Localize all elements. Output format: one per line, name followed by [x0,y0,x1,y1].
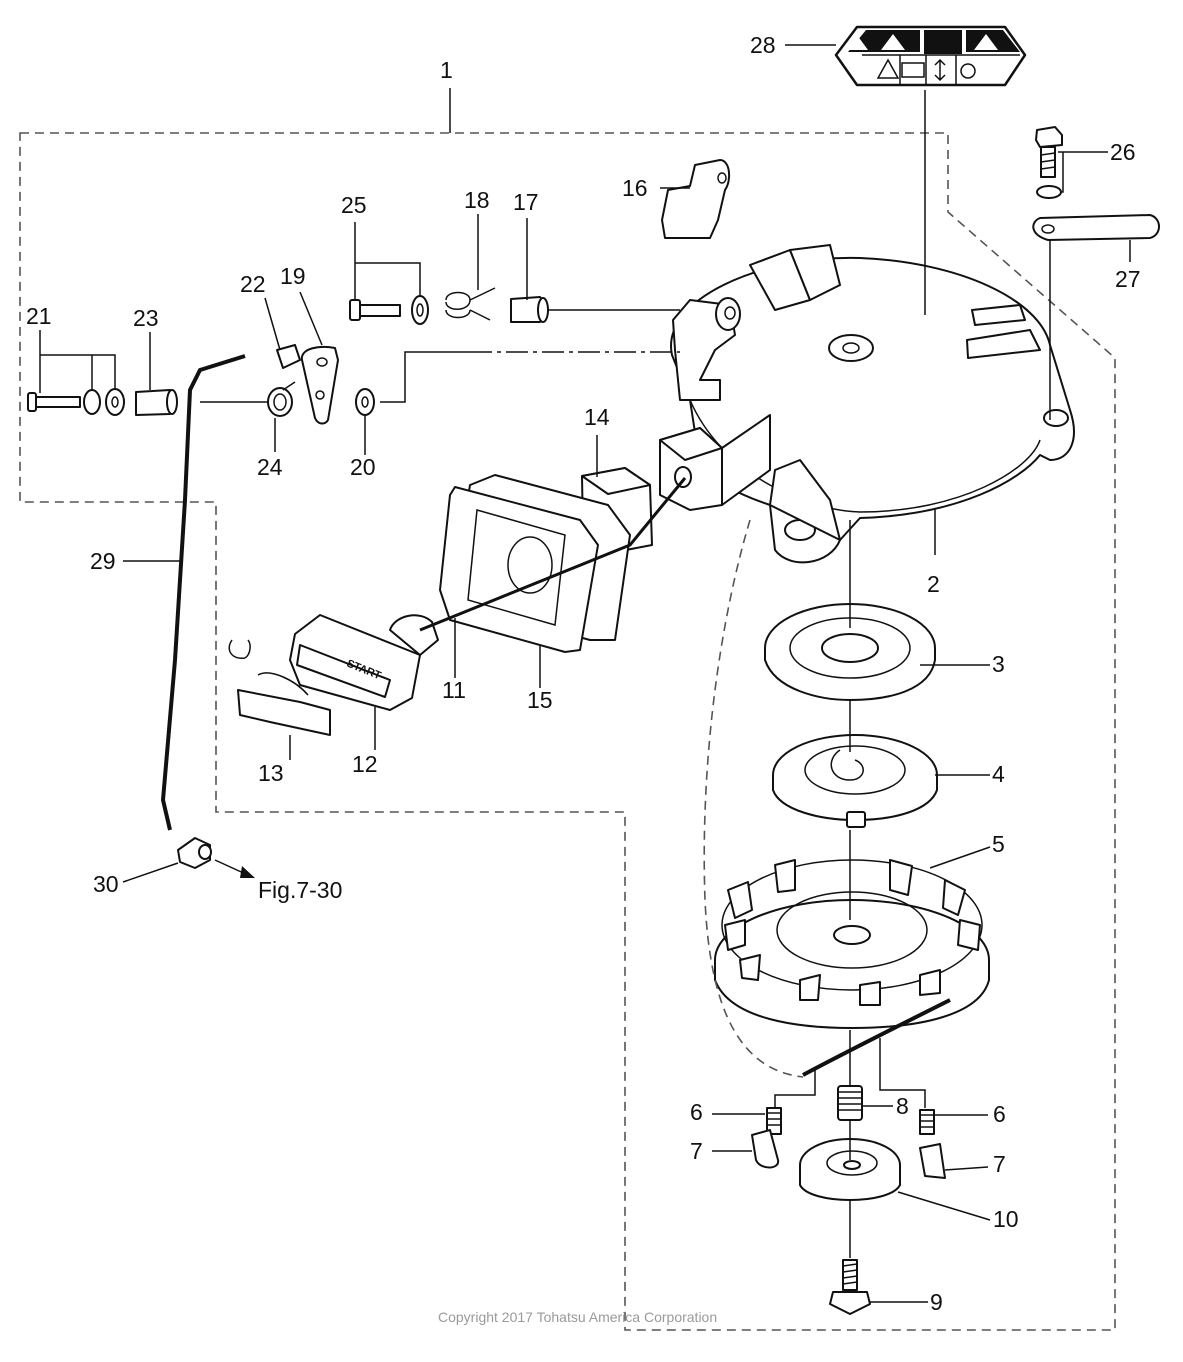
callout-15: 15 [527,687,553,713]
callout-6-right: 6 [993,1101,1006,1127]
callout-19: 19 [280,263,306,289]
screw-washer-25 [349,295,429,325]
callout-20: 20 [350,454,376,480]
callout-7-left: 7 [690,1138,703,1164]
callout-12: 12 [352,751,378,777]
handle-knot-holder [228,639,331,736]
collar-17 [510,296,549,323]
callout-2: 2 [927,571,940,597]
screw-washers-21 [27,388,125,416]
handle-rope [419,477,687,632]
figure-reference: Fig.7-30 [258,877,342,903]
assembly-boundary [19,132,1116,1331]
rope-leader-right [879,1038,926,1108]
spring-24 [267,381,296,417]
callout-25: 25 [341,192,367,218]
link-rod [160,354,246,831]
callout-18: 18 [464,187,490,213]
warning-label [834,25,1027,87]
fig-ref-arrowhead [240,866,255,878]
callout-21: 21 [26,303,52,329]
callout-10: 10 [993,1206,1019,1232]
washer-20 [355,388,375,416]
callout-1: 1 [440,57,453,83]
bolt-26 [1035,126,1063,199]
rod-clip [177,837,212,869]
callout-13: 13 [258,760,284,786]
starter-rope [802,998,951,1077]
stopper-lever [661,159,731,239]
callout-23: 23 [133,305,159,331]
callout-11: 11 [442,677,466,703]
spring-18 [445,287,496,321]
collar-23 [135,389,178,416]
callout-24: 24 [257,454,283,480]
callout-6-left: 6 [690,1099,703,1125]
lever-19 [300,345,339,425]
spring-left [766,1107,782,1135]
callout-8: 8 [896,1093,909,1119]
copyright-notice: Copyright 2017 Tohatsu America Corporati… [438,1309,717,1325]
callout-29: 29 [90,548,116,574]
callout-30: 30 [93,871,119,897]
rope-route [703,519,804,1078]
center-bolt [829,1259,871,1315]
callout-27: 27 [1115,266,1141,292]
bracket-22 [276,344,301,369]
rope-leader-left [774,1070,816,1108]
callout-26: 26 [1110,139,1136,165]
callout-17: 17 [513,189,539,215]
ratchet [799,1138,901,1201]
rope-reel [714,859,990,1029]
callout-leaders [39,44,1131,1303]
callout-22: 22 [240,271,266,297]
callout-7-right: 7 [993,1151,1006,1177]
pawl-left [751,1129,780,1169]
callout-5: 5 [992,831,1005,857]
center-spring [837,1085,863,1121]
stop-plate-27 [1032,214,1160,241]
starter-handle: START [289,614,439,711]
callout-14: 14 [584,404,610,430]
pawl-right [919,1143,946,1179]
spring-right [919,1109,935,1135]
callout-28: 28 [750,32,776,58]
callout-4: 4 [992,761,1005,787]
callout-9: 9 [930,1289,943,1315]
starter-case [659,244,1075,564]
callout-16: 16 [622,175,648,201]
recoil-spring [772,734,938,828]
spring-cover [764,603,936,701]
callout-3: 3 [992,651,1005,677]
